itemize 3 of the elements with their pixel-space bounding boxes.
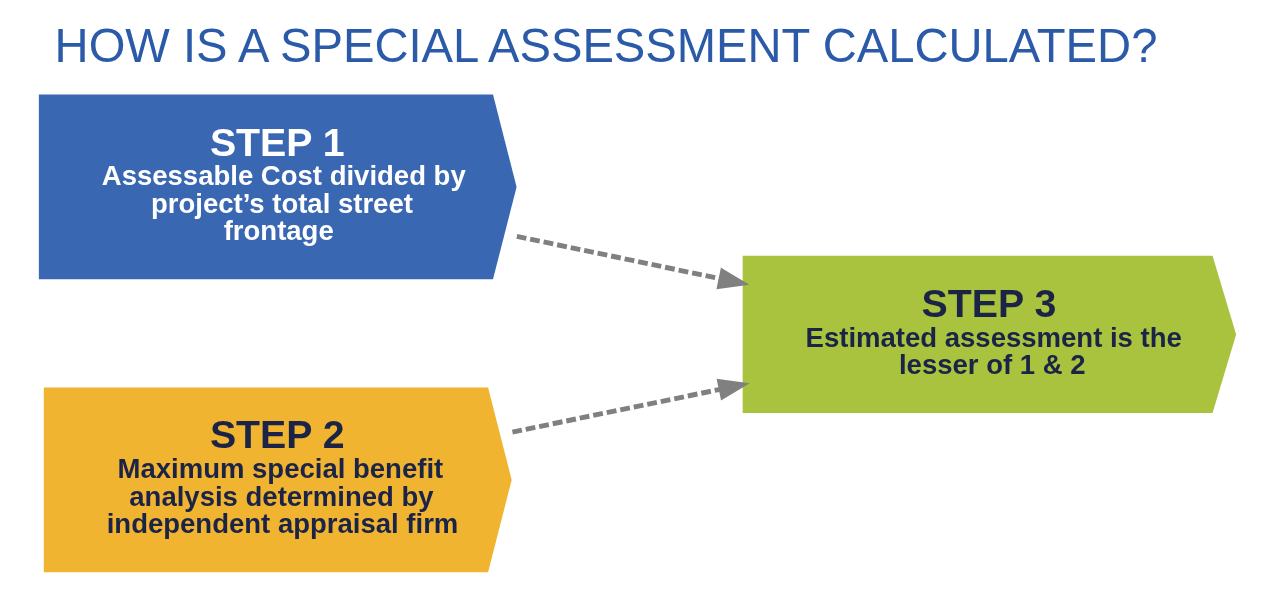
- arrow: [516, 233, 750, 290]
- arrow: [511, 378, 750, 435]
- diagram-title: HOW IS A SPECIAL ASSESSMENT CALCULATED?: [54, 18, 1158, 72]
